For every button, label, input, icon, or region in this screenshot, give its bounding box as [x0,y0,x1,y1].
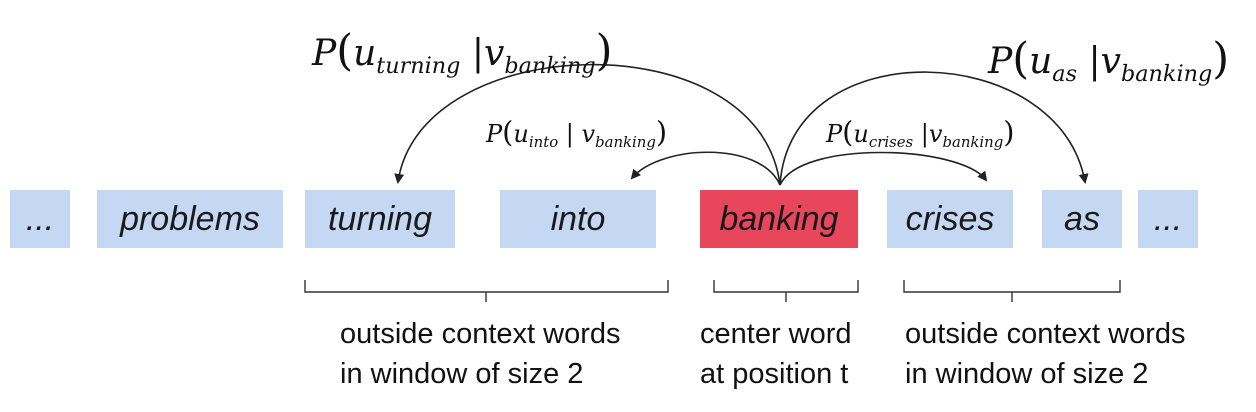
arrow-banking-to-crises [779,151,988,186]
prob-label-as: P(uas |vbanking) [988,34,1230,87]
prob-label-turning: P(uturning |vbanking) [312,26,613,79]
word-text: turning [328,199,432,238]
brace-center-word [713,280,859,302]
word-box-problems: problems [97,190,283,248]
brace-left-context [304,280,669,302]
caption-line: center word [700,318,852,350]
word-box-ellipsis-right: ... [1138,190,1198,248]
caption-line: outside context words [905,318,1186,350]
caption-line: outside context words [340,318,621,350]
word-box-crises: crises [887,190,1013,248]
word-text: as [1064,199,1100,238]
arrow-banking-to-into [630,151,781,186]
prob-label-into: P(uinto | vbanking) [486,115,668,152]
word-box-turning: turning [305,190,455,248]
word-text: ... [25,199,55,238]
brace-right-context [903,280,1121,302]
arrow-banking-to-as [779,71,1089,186]
word-box-ellipsis-left: ... [10,190,70,248]
caption-line: at position t [700,358,849,390]
caption-left-context: outside context words in window of size … [340,314,620,394]
word-text: banking [719,199,839,238]
word-box-as: as [1042,190,1122,248]
word-box-banking: banking [700,190,858,248]
word-text: into [550,199,606,238]
word-box-into: into [500,190,656,248]
caption-line: in window of size 2 [340,358,584,390]
word-text: ... [1153,199,1183,238]
word-text: problems [120,199,260,238]
caption-center-word: center word at position t [700,314,852,394]
prob-label-crises: P(ucrises |vbanking) [826,115,1015,152]
word-text: crises [905,199,995,238]
caption-line: in window of size 2 [905,358,1149,390]
caption-right-context: outside context words in window of size … [905,314,1185,394]
arrow-banking-to-turning [394,63,781,186]
